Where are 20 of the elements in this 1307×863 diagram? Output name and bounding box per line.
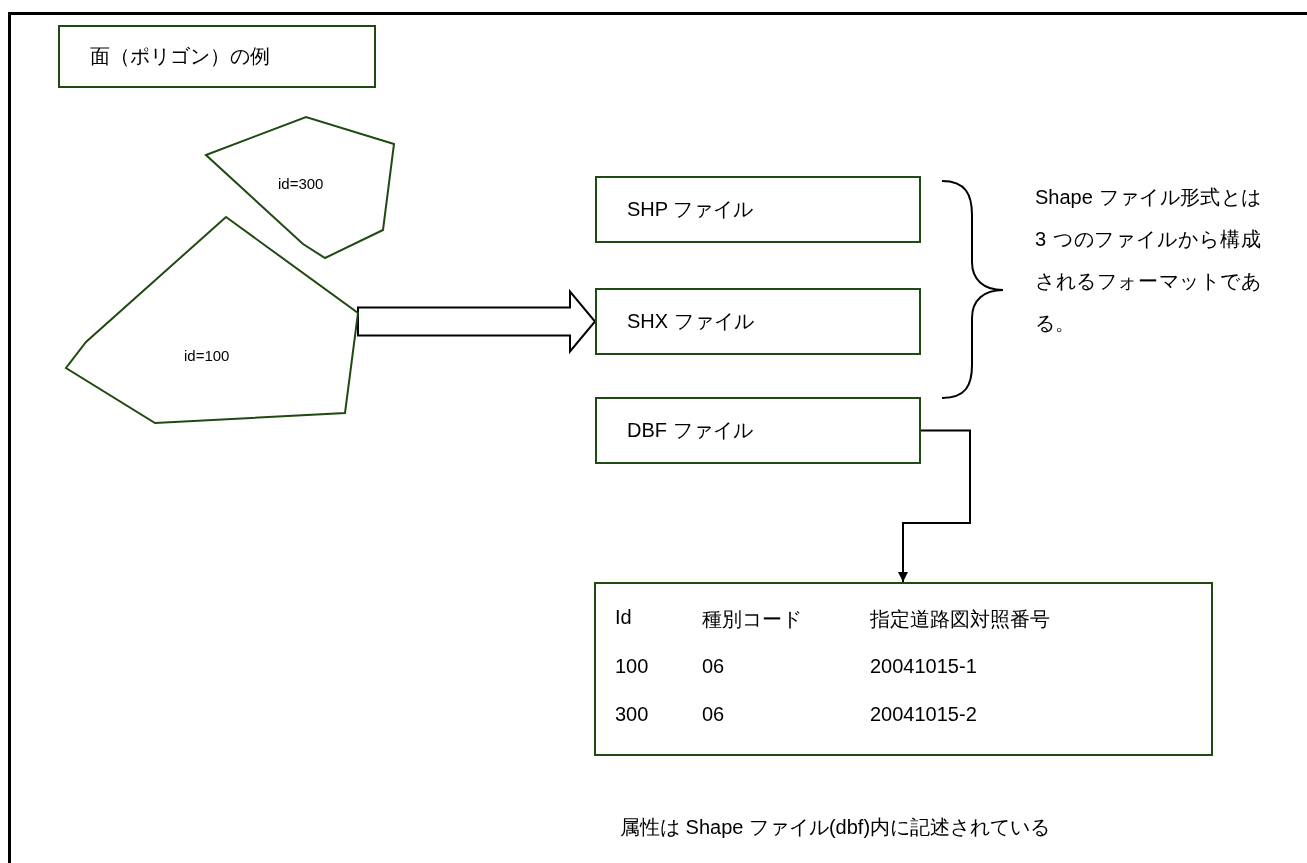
file-box: SHX ファイル: [595, 288, 921, 355]
polygon-label: id=100: [184, 347, 230, 364]
table-frame: [594, 582, 1213, 756]
table-cell-text: 指定道路図対照番号: [870, 607, 1050, 632]
table-cell: 06: [702, 703, 725, 726]
block-arrow: [357, 288, 597, 355]
title-box: 面（ポリゴン）の例: [58, 25, 376, 88]
table-cell: 300: [615, 703, 649, 726]
arrow: [898, 429, 971, 583]
file-box: SHP ファイル: [595, 176, 921, 243]
table-cell: 100: [615, 655, 649, 678]
table-cell: 20041015-1: [870, 655, 977, 678]
table-cell: 20041015-2: [870, 703, 977, 726]
polygon-label: id=300: [278, 175, 324, 192]
file-box: DBF ファイル: [595, 397, 921, 464]
table-cell-text: 種別コード: [702, 607, 802, 632]
brace-note: Shape ファイル形式とは 3 つのファイルから構成されるフォーマットである。: [1035, 185, 1261, 336]
table-cell: 06: [702, 655, 725, 678]
table-cell: Id: [615, 606, 632, 629]
footnote: 属性は Shape ファイル(dbf)内に記述されている: [620, 815, 1052, 840]
